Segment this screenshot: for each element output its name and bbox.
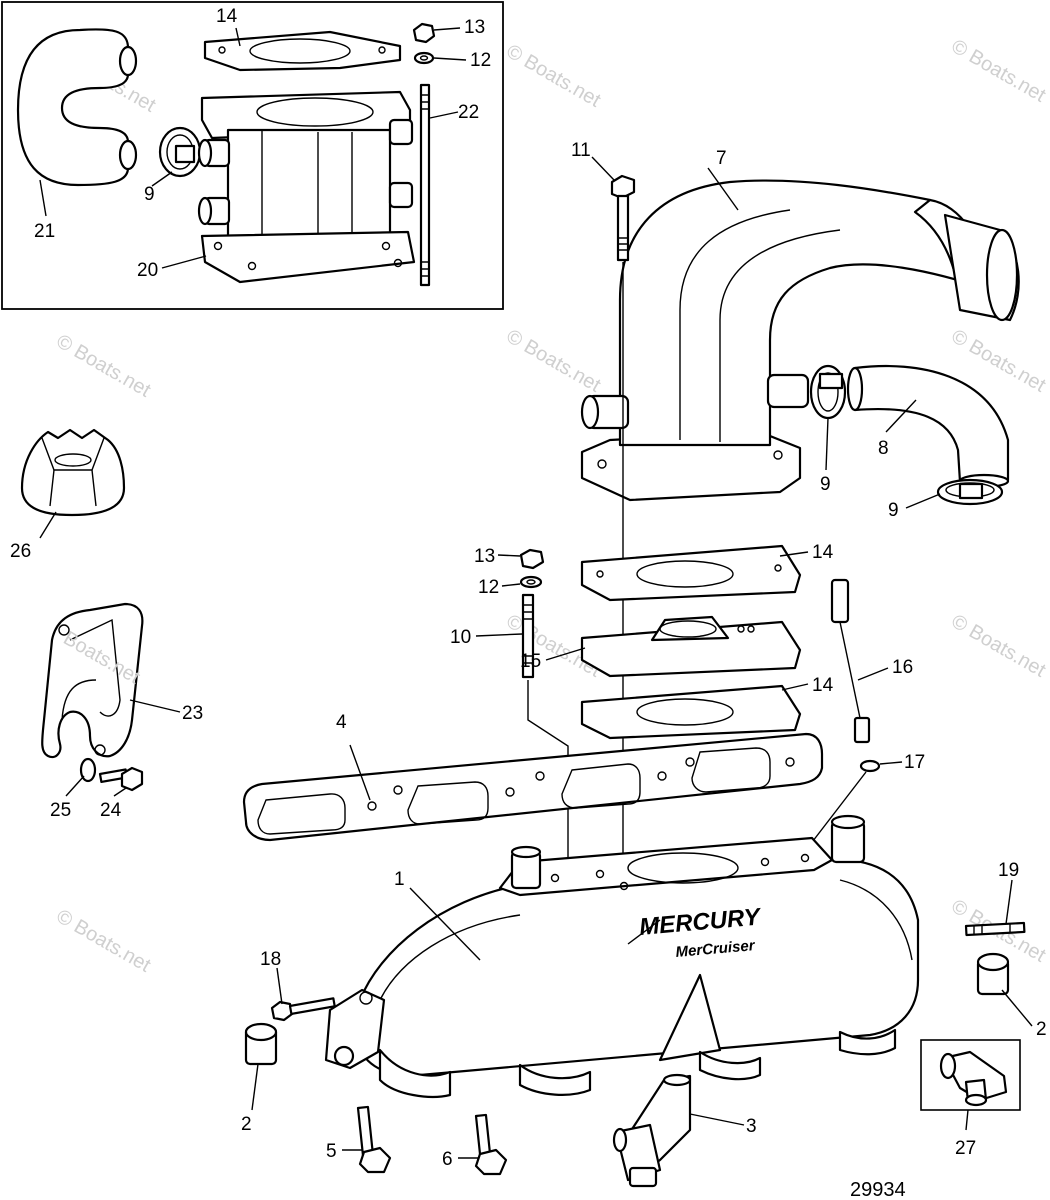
- watermark: © Boats.net: [948, 35, 1050, 107]
- part-24-bolt: [98, 766, 144, 792]
- callout-22: 22: [458, 102, 479, 123]
- part-10-stud: [521, 593, 535, 679]
- watermark: © Boats.net: [503, 40, 605, 112]
- part-19-stud: [964, 921, 1026, 937]
- part-14-gasket: [580, 684, 802, 740]
- callout-27: 27: [955, 1138, 976, 1159]
- part-12-washer-inset: [413, 51, 435, 65]
- leader-lines: [39, 27, 1033, 1159]
- part-13-nut: [519, 548, 545, 570]
- callout-6: 6: [442, 1149, 453, 1170]
- watermark: © Boats.net: [948, 610, 1050, 682]
- part-2-plug: [244, 1022, 278, 1066]
- part-11-bolt: [610, 174, 636, 262]
- part-18-screw: [270, 997, 336, 1022]
- part-17-o-ring: [859, 759, 881, 773]
- callout-19: 19: [998, 860, 1019, 881]
- part-14-gasket-inset: [203, 30, 402, 72]
- part-9-clamp-inset: [158, 126, 202, 178]
- callout-25: 25: [50, 800, 71, 821]
- callout-14: 14: [812, 675, 834, 696]
- part-12-washer: [519, 575, 543, 589]
- part-9-clamp: [809, 364, 847, 420]
- part-13-nut-inset: [412, 22, 436, 44]
- part-2-plug: [976, 952, 1010, 996]
- part-27-elbow-fitting: [939, 1050, 1008, 1107]
- callout-16: 16: [892, 657, 913, 678]
- callout-15: 15: [520, 651, 541, 672]
- callout-3: 3: [746, 1116, 757, 1137]
- callout-7: 7: [716, 148, 727, 169]
- callout-2: 2: [241, 1114, 252, 1135]
- part-4-manifold-gasket: [242, 732, 824, 842]
- part-20-exhaust-elbow-body: [197, 90, 416, 284]
- watermark: © Boats.net: [53, 905, 155, 977]
- callout-8: 8: [878, 438, 889, 459]
- callout-9: 9: [144, 184, 155, 205]
- callout-labels: 14 13 12 22 21 9 20 11 7 8 9 9 26 14 13 …: [10, 6, 1047, 1170]
- callout-9: 9: [820, 474, 831, 495]
- callout-13: 13: [474, 546, 495, 567]
- callout-18: 18: [260, 949, 281, 970]
- part-26-cap: [20, 428, 126, 517]
- part-25-washer: [79, 757, 97, 783]
- part-9-clamp: [936, 478, 1004, 506]
- callout-4: 4: [336, 712, 347, 733]
- callout-20: 20: [137, 260, 158, 281]
- part-27-inset-frame: [920, 1039, 1021, 1111]
- inset-frame: [1, 1, 504, 310]
- callout-1: 1: [394, 869, 405, 890]
- callout-14: 14: [812, 542, 834, 563]
- part-6-bolt: [474, 1113, 508, 1176]
- sensor-alignment-line: [805, 771, 867, 851]
- part-1-exhaust-manifold: [324, 814, 920, 1098]
- watermark: © Boats.net: [53, 330, 155, 402]
- callout-17: 17: [904, 752, 925, 773]
- part-15-spacer-plate: [580, 615, 802, 678]
- part-23-bracket: Boats.net: [41, 602, 144, 759]
- callout-14: 14: [216, 6, 238, 27]
- watermarks: © Boats.net © Boats.net © Boats.net © Bo…: [53, 35, 1050, 977]
- callout-11: 11: [571, 140, 591, 161]
- watermark: © Boats.net: [503, 325, 605, 397]
- callout-21: 21: [34, 221, 55, 242]
- callout-23: 23: [182, 703, 203, 724]
- callout-12: 12: [470, 50, 491, 71]
- brand-mercruiser: MerCruiser: [675, 937, 757, 961]
- callout-26: 26: [10, 541, 31, 562]
- part-16-sensor: [830, 578, 871, 744]
- part-5-bolt: [356, 1105, 392, 1174]
- part-8-hose: [846, 364, 1010, 489]
- part-7-exhaust-elbow: [580, 179, 1020, 502]
- part-3-fitting: [612, 1073, 692, 1188]
- callout-5: 5: [326, 1141, 337, 1162]
- callout-12: 12: [478, 577, 499, 598]
- part-21-hose: [16, 28, 138, 187]
- callout-13: 13: [464, 17, 485, 38]
- callout-10: 10: [450, 627, 471, 648]
- part-14-gasket: [580, 544, 802, 602]
- part-22-stud-inset: [419, 83, 431, 287]
- callout-2: 2: [1036, 1019, 1047, 1040]
- callout-24: 24: [100, 800, 122, 821]
- document-number: 29934: [850, 1179, 906, 1200]
- callout-9: 9: [888, 500, 899, 521]
